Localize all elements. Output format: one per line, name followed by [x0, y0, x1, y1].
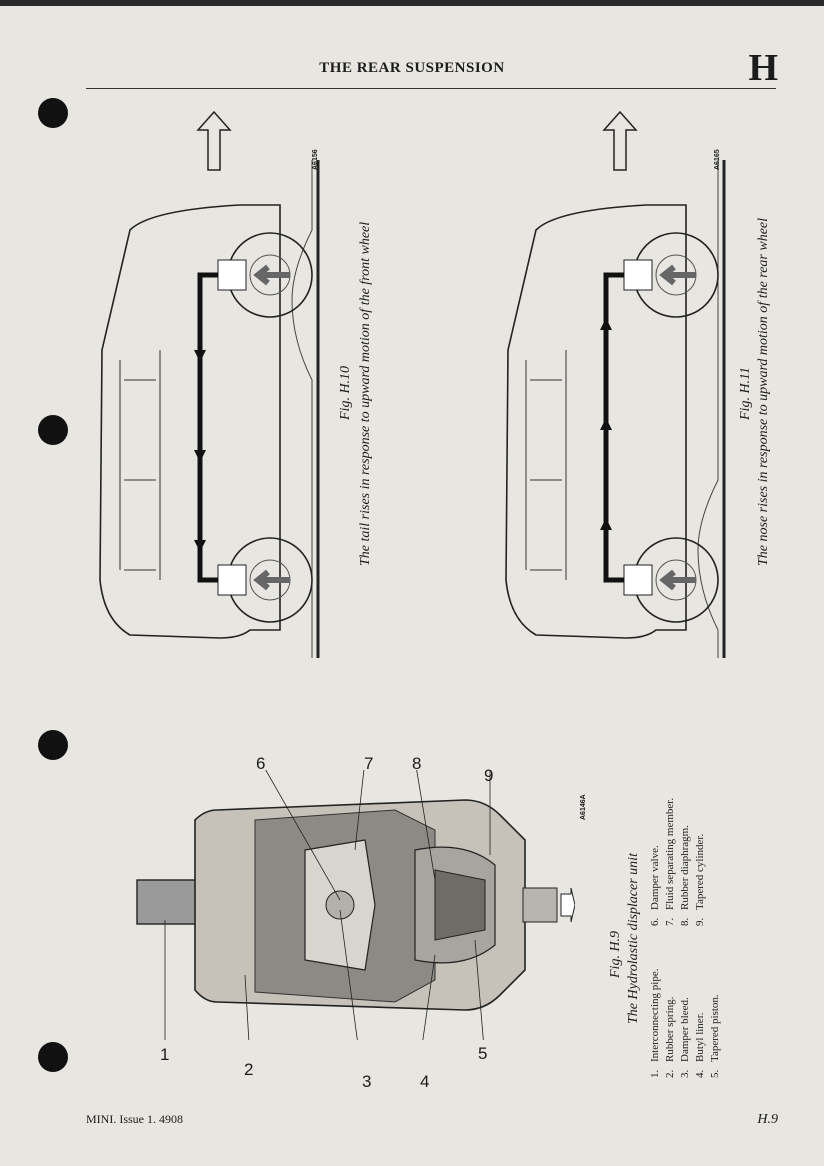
callout-1: 1 — [160, 1045, 170, 1064]
figure-h11-car-diagram — [505, 110, 726, 658]
footer-issue: MINI. Issue 1. 4908 — [86, 1112, 183, 1126]
figure-h9-displacer-unit — [136, 770, 575, 1040]
legend-item: 4.Butyl liner. — [694, 1012, 706, 1079]
up-arrow-icon — [602, 110, 638, 171]
front-displacer — [623, 259, 653, 291]
callout-7: 7 — [364, 754, 374, 773]
legend-item: 6.Damper valve. — [649, 845, 661, 926]
figure-h11-caption: The nose rises in response to upward mot… — [756, 217, 771, 566]
car-body — [505, 204, 687, 639]
road-bump — [291, 160, 313, 658]
up-arrow-icon — [196, 110, 232, 171]
figure-h11-label: Fig. H.11 — [738, 366, 753, 420]
input-arrow-icon — [560, 887, 575, 923]
punch-hole — [38, 730, 68, 760]
flow-direction-arrows — [194, 350, 206, 552]
figure-h9-label: Fig. H.9 — [608, 930, 623, 978]
car-body — [99, 204, 281, 639]
figure-h10-caption: The tail rises in response to upward mot… — [358, 221, 373, 566]
wheel-force-arrow-icon — [659, 569, 696, 591]
damper-valve — [325, 890, 355, 920]
punch-hole — [38, 98, 68, 128]
rear-displacer — [217, 564, 247, 596]
front-displacer — [217, 259, 247, 291]
legend-item: 7.Fluid separating member. — [664, 797, 676, 926]
road-bump — [697, 160, 719, 658]
legend-item: 2.Rubber spring. — [664, 996, 676, 1078]
callout-4: 4 — [420, 1072, 430, 1091]
figure-h9-caption: The Hydrolastic displacer unit — [626, 853, 641, 1024]
figure-h9-code: A6146A — [580, 794, 587, 820]
section-letter: H — [748, 47, 778, 89]
legend-item: 5.Tapered piston. — [709, 994, 721, 1078]
wheel-force-arrow-icon — [253, 569, 290, 591]
tapered-piston — [434, 869, 486, 941]
figure-h10-code: A6156 — [312, 149, 319, 170]
figure-h10-car-diagram — [99, 110, 320, 658]
punch-hole — [38, 1042, 68, 1072]
car-windows — [119, 350, 161, 580]
callout-2: 2 — [244, 1060, 254, 1079]
wheel-force-arrow-icon — [659, 264, 696, 286]
flow-direction-arrows — [600, 318, 612, 530]
wheel-force-arrow-icon — [253, 264, 290, 286]
figure-h10-label: Fig. H.10 — [338, 365, 353, 420]
legend-item: 8.Rubber diaphragm. — [679, 825, 691, 926]
figure-h9-legend-right: 6.Damper valve. 7.Fluid separating membe… — [648, 780, 708, 926]
callout-9: 9 — [484, 766, 494, 785]
legend-item: 1.Interconnecting pipe. — [649, 968, 661, 1078]
punch-hole — [38, 415, 68, 445]
legend-item: 9.Tapered cylinder. — [694, 833, 706, 926]
callout-8: 8 — [412, 754, 422, 773]
page-title: THE REAR SUSPENSION — [319, 60, 505, 76]
callout-6: 6 — [256, 754, 266, 773]
figure-h9-legend-left: 1.Interconnecting pipe. 2.Rubber spring.… — [648, 932, 723, 1078]
header-rule — [86, 88, 776, 89]
page-number: H.9 — [757, 1112, 778, 1127]
callout-5: 5 — [478, 1044, 488, 1063]
car-windows — [525, 350, 567, 580]
figure-h11-code: A6165 — [714, 149, 721, 170]
piston-rod — [522, 887, 558, 923]
fluid-flow-path — [197, 272, 218, 583]
page-top-edge — [0, 0, 824, 6]
legend-item: 3.Damper bleed. — [679, 997, 691, 1078]
callout-3: 3 — [362, 1072, 372, 1091]
rear-displacer — [623, 564, 653, 596]
